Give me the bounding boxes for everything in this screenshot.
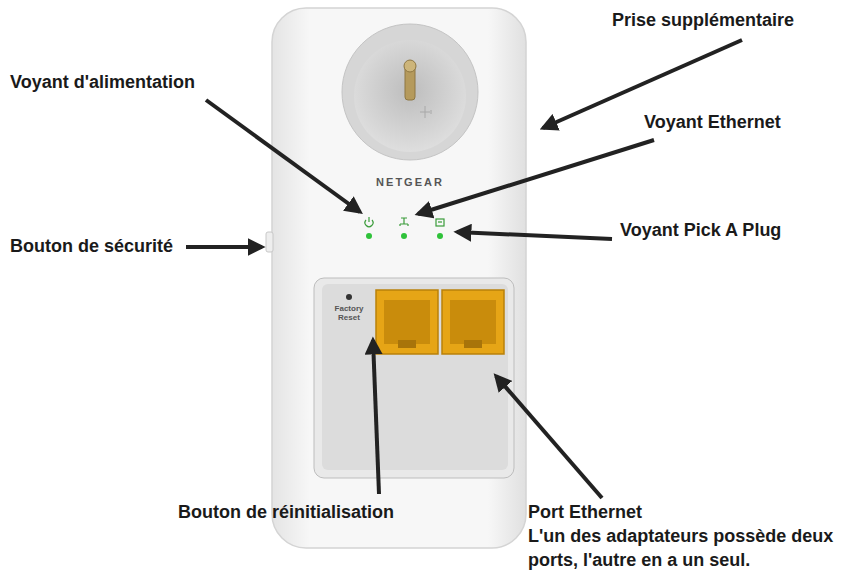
device-body: [272, 8, 526, 548]
front-panel: [314, 278, 514, 478]
front-panel-inner: [322, 284, 508, 470]
part-label: Port Ethernet: [528, 500, 642, 524]
reset-hole: [346, 294, 352, 300]
led-icons: [365, 217, 444, 227]
power-led: [366, 233, 372, 239]
part-note: L'un des adaptateurs possède deux ports,…: [528, 524, 848, 572]
ethernet-led: [401, 233, 407, 239]
socket-well: [354, 40, 466, 152]
ethernet-ports: [376, 290, 504, 354]
part-label: Voyant Pick A Plug: [620, 218, 781, 242]
brand-mark: NETGEAR: [345, 175, 475, 189]
leader-arrows: [186, 40, 742, 498]
panel-marking: Factory Reset: [331, 304, 367, 322]
pick-a-plug-led: [437, 233, 443, 239]
earth-pin-tip: [404, 60, 416, 72]
part-label: Prise supplémentaire: [612, 8, 794, 32]
part-label: Bouton de réinitialisation: [178, 500, 394, 524]
earth-symbol: [420, 106, 431, 118]
part-label: Voyant Ethernet: [644, 110, 781, 134]
safety-button: [266, 232, 273, 252]
socket-rim: [342, 24, 478, 160]
part-label: Bouton de sécurité: [10, 234, 173, 258]
part-label: Voyant d'alimentation: [10, 70, 195, 94]
